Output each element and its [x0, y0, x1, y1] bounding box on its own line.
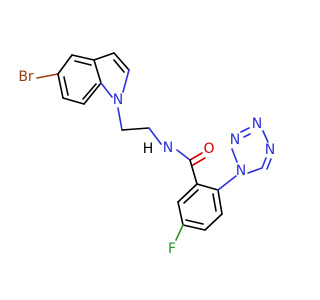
atom-labels: Br N N H O F N N N N — [18, 69, 275, 257]
bond-tz4-c5-inner — [266, 158, 272, 170]
bond-c6-c5 — [57, 73, 64, 99]
bond-c6-c1-inner — [183, 189, 199, 204]
bond-c3-c2 — [113, 52, 130, 71]
bond-c4-c3a-inner — [74, 60, 92, 66]
bond-nh-co — [176, 149, 191, 161]
bond-c7-c6 — [62, 97, 85, 105]
bond-c6-c1 — [177, 183, 198, 203]
bond-co-o-b — [192, 157, 206, 166]
bond-c7a-c7 — [83, 82, 102, 105]
tetrazole-n4-label: N — [265, 142, 275, 158]
bond-c2-c3-inner — [212, 193, 217, 212]
bond-br-c5 — [36, 73, 59, 79]
tetrazole-n1-label: N — [236, 163, 246, 179]
bond-c4-c5-inner — [185, 219, 204, 225]
bond-tz1-tz2 — [231, 148, 238, 163]
bond-c3a-c3 — [93, 52, 115, 61]
bond-c5-c4 — [57, 54, 73, 75]
bromine-atom-label: Br — [18, 69, 34, 85]
bond-c5-tz1 — [247, 167, 263, 174]
bond-tz4-c5 — [261, 157, 267, 169]
bond-c5-c6 — [177, 201, 184, 226]
bond-ch2-nh — [148, 127, 162, 145]
bond-n1-ch2 — [117, 107, 123, 131]
bond-c3-c4 — [204, 213, 223, 231]
bond-c1-c2 — [196, 183, 219, 191]
bond-co-c1 — [189, 159, 198, 185]
bond-c3-c2-inner — [113, 59, 125, 73]
bond-c2-c3 — [217, 189, 223, 215]
bond-ch2-ch2 — [121, 127, 150, 131]
bond-c6-c5-inner — [63, 76, 69, 96]
bond-tz2-tz3 — [240, 127, 250, 133]
bond-c4-c3a — [71, 54, 95, 61]
bond-c3a-c7a — [93, 59, 102, 84]
bond-c2-n1 — [122, 69, 130, 93]
molecule-structure: Br N N H O F N N N N — [18, 52, 275, 257]
tetrazole-n3-label: N — [252, 116, 262, 132]
bond-c5-f — [175, 224, 184, 241]
bond-n1-c7a — [100, 82, 113, 98]
amide-nitrogen-label: N — [163, 140, 173, 156]
bonds — [36, 52, 272, 241]
tetrazole-n2-label: N — [230, 132, 240, 148]
amide-hydrogen-label: H — [143, 141, 154, 157]
carbonyl-oxygen-label: O — [203, 141, 214, 157]
indole-nitrogen-label: N — [113, 92, 123, 108]
bond-co-o-a — [189, 152, 203, 161]
bond-tz3-tz4 — [262, 130, 269, 143]
bond-c7a-c7-inner — [82, 83, 97, 100]
bond-tz2-tz3-inner — [243, 133, 251, 138]
bond-c4-c5 — [182, 224, 206, 231]
bond-c2-ntz — [217, 175, 237, 191]
fluorine-atom-label: F — [168, 241, 176, 257]
